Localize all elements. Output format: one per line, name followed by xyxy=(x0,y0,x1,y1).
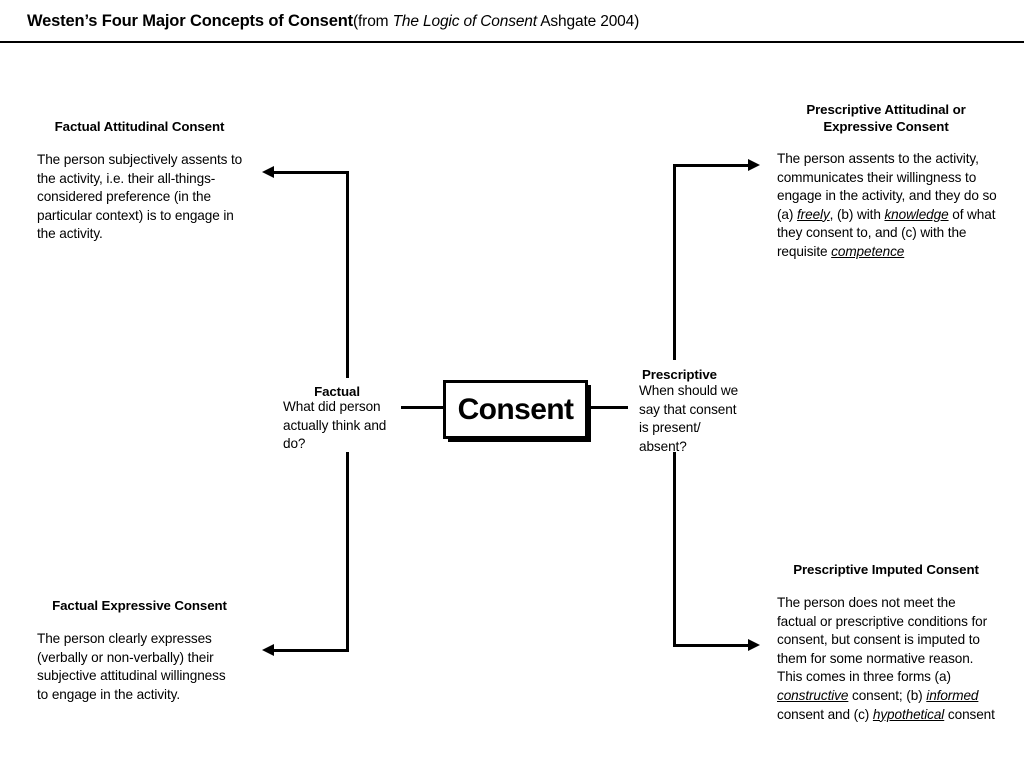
pa-body-part2: , (b) with xyxy=(829,206,885,222)
node-prescriptive-attitudinal-body: The person assents to the activity, comm… xyxy=(777,150,999,262)
node-factual-expressive-body: The person clearly expresses (verbally o… xyxy=(37,631,226,702)
node-factual-expressive-heading: Factual Expressive Consent xyxy=(52,598,227,613)
header-divider xyxy=(0,41,1024,43)
pi-body-part3: consent and (c) xyxy=(777,706,873,722)
branch-label-factual: Factual xyxy=(314,384,360,399)
consent-box[interactable]: Consent xyxy=(443,380,588,439)
connector-top-left-horizontal xyxy=(272,171,349,174)
connector-right-spine-lower xyxy=(673,452,676,647)
consent-box-label: Consent xyxy=(457,392,574,426)
arrowhead-bottom-right-icon xyxy=(748,639,760,651)
connector-center-left-stub xyxy=(401,406,444,409)
branch-label-prescriptive: Prescriptive xyxy=(642,367,717,382)
title-paren-close: Ashgate 2004) xyxy=(536,13,640,30)
connector-bottom-left-horizontal xyxy=(272,649,349,652)
node-factual-attitudinal-body: The person subjectively assents to the a… xyxy=(37,152,243,242)
pa-emphasis-knowledge: knowledge xyxy=(884,206,949,222)
connector-left-spine-lower xyxy=(346,452,349,652)
header: Westen’s Four Major Concepts of Consent(… xyxy=(0,0,1024,43)
node-prescriptive-imputed-heading: Prescriptive Imputed Consent xyxy=(793,562,979,577)
connector-left-spine-upper xyxy=(346,171,349,378)
arrowhead-top-left-icon xyxy=(262,166,274,178)
pa-body-part3: of what they consent to, and (c) with th… xyxy=(777,206,996,259)
pi-body-part1: The person does not meet the factual or … xyxy=(777,595,988,685)
node-prescriptive-imputed-body: The person does not meet the factual or … xyxy=(777,594,995,724)
title-book-italic: The Logic of Consent xyxy=(392,13,537,30)
arrowhead-top-right-icon xyxy=(748,159,760,171)
node-prescriptive-attitudinal-heading: Prescriptive Attitudinal or Expressive C… xyxy=(777,101,995,135)
node-prescriptive-attitudinal-heading-line2: Expressive Consent xyxy=(823,119,949,134)
pa-emphasis-competence: competence xyxy=(831,243,905,259)
pi-emphasis-informed: informed xyxy=(926,687,979,703)
pa-emphasis-freely: freely xyxy=(797,206,830,222)
pi-body-part2: consent; (b) xyxy=(848,687,927,703)
title-paren-open: (from xyxy=(353,13,393,30)
connector-bottom-right-horizontal xyxy=(673,644,749,647)
node-factual-attitudinal-heading: Factual Attitudinal Consent xyxy=(54,119,225,134)
arrowhead-bottom-left-icon xyxy=(262,644,274,656)
connector-top-right-horizontal xyxy=(673,164,749,167)
branch-question-factual: What did person actually think and do? xyxy=(283,399,387,452)
pi-body-part4: consent xyxy=(944,706,995,722)
connector-center-right-stub xyxy=(586,406,628,409)
title-main: Westen’s Four Major Concepts of Consent xyxy=(27,12,354,30)
connector-right-spine-upper xyxy=(673,164,676,360)
page-title: Westen’s Four Major Concepts of Consent(… xyxy=(27,12,639,31)
pa-body-part1: The person assents to the activity, comm… xyxy=(777,151,997,222)
pi-emphasis-hypothetical: hypothetical xyxy=(872,706,945,722)
pi-emphasis-constructive: constructive xyxy=(777,687,849,703)
node-prescriptive-attitudinal-heading-line1: Prescriptive Attitudinal or xyxy=(806,102,966,117)
branch-question-prescriptive: When should we say that consent is prese… xyxy=(639,383,739,454)
